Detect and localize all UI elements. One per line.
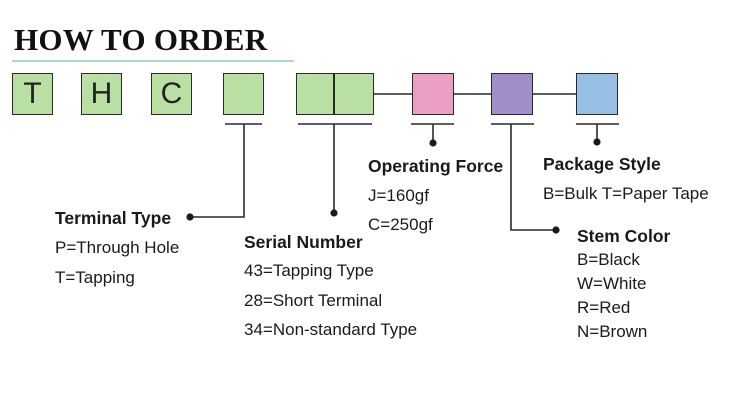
- stem-color-box: [491, 73, 533, 115]
- dot-terminal: [186, 213, 194, 221]
- leader-terminal: [190, 124, 245, 218]
- terminal-type-heading: Terminal Type: [55, 208, 172, 228]
- serial-number-option: 43=Tapping Type: [244, 261, 374, 280]
- package-style-box: [576, 73, 618, 115]
- page-title: HOW TO ORDER: [14, 22, 268, 57]
- terminal-type-option: T=Tapping: [55, 268, 135, 287]
- title-underline: [12, 60, 294, 62]
- operating-force-box: [412, 73, 454, 115]
- serial-number-option: 34=Non-standard Type: [244, 320, 418, 339]
- serial-number-heading: Serial Number: [244, 232, 363, 252]
- terminal-type-option: P=Through Hole: [55, 238, 180, 257]
- dot-stem: [552, 226, 560, 234]
- leader-stem: [510, 124, 556, 231]
- dot-force: [429, 139, 437, 147]
- terminal-type-box: [223, 73, 264, 115]
- operating-force-option: J=160gf: [368, 186, 429, 205]
- dot-package: [593, 138, 601, 146]
- stem-color-option: R=Red: [577, 298, 631, 317]
- package-style-option: B=Bulk T=Paper Tape: [543, 184, 709, 203]
- stem-color-option: B=Black: [577, 250, 640, 269]
- serial-number-box: [296, 73, 374, 115]
- code-box-h: H: [81, 73, 122, 115]
- code-box-t: T: [12, 73, 53, 115]
- package-style-heading: Package Style: [543, 154, 661, 174]
- serial-number-box-divider: [333, 73, 335, 115]
- stem-color-option: N=Brown: [577, 322, 648, 341]
- dot-serial: [330, 209, 338, 217]
- serial-number-option: 28=Short Terminal: [244, 291, 383, 310]
- code-box-c: C: [151, 73, 192, 115]
- stem-color-heading: Stem Color: [577, 226, 671, 246]
- operating-force-option: C=250gf: [368, 215, 433, 234]
- stem-color-option: W=White: [577, 274, 647, 293]
- operating-force-heading: Operating Force: [368, 156, 504, 176]
